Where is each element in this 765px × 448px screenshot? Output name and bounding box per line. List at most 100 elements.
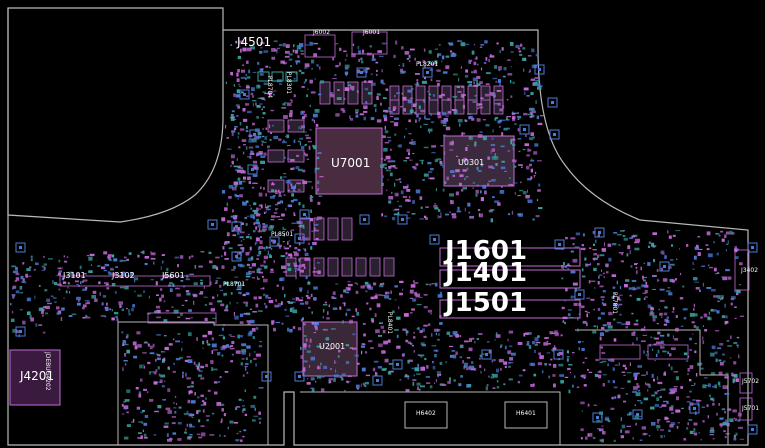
smd-part (360, 57, 363, 61)
vram-left-b-0 (267, 149, 285, 163)
smd-part (384, 125, 386, 130)
smd-part (137, 344, 142, 348)
smd-part (231, 341, 235, 345)
smd-part (460, 66, 462, 69)
smd-part (291, 307, 295, 310)
smd-part (709, 434, 714, 436)
smd-part (466, 357, 471, 359)
smd-part (405, 128, 408, 130)
smd-part (314, 169, 317, 174)
smd-part (328, 348, 332, 350)
smd-part (476, 80, 478, 85)
smd-part (33, 269, 36, 271)
smd-part (645, 296, 648, 298)
smd-part (364, 351, 368, 354)
smd-part (338, 349, 341, 353)
smd-part (178, 406, 182, 409)
smd-part (128, 309, 130, 313)
smd-part (494, 153, 497, 157)
smd-part (355, 112, 358, 114)
smd-part (537, 189, 541, 192)
smd-part (595, 358, 600, 362)
smd-part (89, 253, 95, 257)
smd-part (654, 360, 656, 362)
smd-part (12, 270, 18, 274)
smd-part (706, 404, 709, 408)
smd-part (526, 95, 530, 97)
smd-part (507, 350, 512, 355)
smd-part (627, 413, 631, 416)
smd-part (313, 286, 318, 290)
smd-part (138, 432, 142, 434)
smd-part (672, 335, 674, 339)
smd-part (466, 167, 469, 171)
smd-part (620, 260, 624, 263)
smd-part (168, 368, 170, 370)
smd-part (534, 77, 540, 80)
smd-part (501, 160, 505, 163)
smd-part (529, 107, 533, 111)
smd-part (64, 260, 68, 263)
smd-part (459, 335, 462, 338)
smd-part (693, 325, 697, 328)
smd-part (261, 168, 264, 170)
smd-part (175, 403, 177, 405)
smd-part (264, 206, 269, 209)
smd-part (328, 378, 333, 381)
smd-part (474, 367, 477, 371)
smd-part (657, 419, 661, 421)
smd-part (474, 141, 477, 145)
smd-part (290, 167, 294, 170)
smd-part (190, 400, 196, 404)
smd-part (292, 188, 296, 191)
smd-part (475, 189, 479, 194)
smd-part (244, 363, 249, 365)
smd-part (650, 336, 653, 339)
smd-part (228, 247, 233, 250)
smd-part (436, 371, 441, 374)
smd-part (273, 259, 275, 263)
smd-part (308, 242, 310, 245)
smd-part (221, 408, 224, 412)
smd-part (105, 307, 109, 311)
smd-part (412, 379, 417, 381)
smd-part (142, 429, 144, 432)
smd-part (488, 165, 494, 169)
smd-part (714, 351, 718, 355)
smd-part (422, 60, 426, 63)
smd-part (381, 175, 384, 179)
smd-part (514, 112, 519, 114)
smd-part (584, 257, 587, 261)
smd-part (500, 344, 503, 347)
smd-part (58, 288, 61, 291)
smd-part (621, 371, 626, 373)
smd-part (692, 399, 696, 401)
smd-part (706, 287, 712, 289)
smd-part (282, 103, 286, 106)
test-pad-center (557, 353, 560, 356)
smd-part (175, 287, 180, 290)
smd-part (418, 105, 421, 110)
smd-part (513, 179, 515, 184)
smd-part (196, 366, 200, 370)
smd-part (210, 308, 215, 312)
smd-part (290, 65, 292, 67)
board-outline-left (7, 8, 224, 223)
smd-part (499, 49, 501, 54)
smd-part (534, 337, 539, 342)
smd-part (283, 156, 286, 159)
smd-part (156, 294, 159, 296)
smd-part (391, 191, 393, 194)
smd-part (356, 90, 359, 93)
smd-part (155, 369, 158, 372)
smd-part (645, 281, 648, 285)
smd-part (168, 343, 173, 346)
smd-part (363, 333, 366, 337)
smd-part (312, 271, 318, 273)
smd-part (488, 349, 492, 354)
mounting-hole-h6402 (404, 401, 448, 429)
smd-part (337, 355, 340, 358)
inductor-label-pl7801: PL7801 (611, 291, 619, 315)
smd-part (480, 197, 484, 202)
smd-part (463, 365, 467, 368)
